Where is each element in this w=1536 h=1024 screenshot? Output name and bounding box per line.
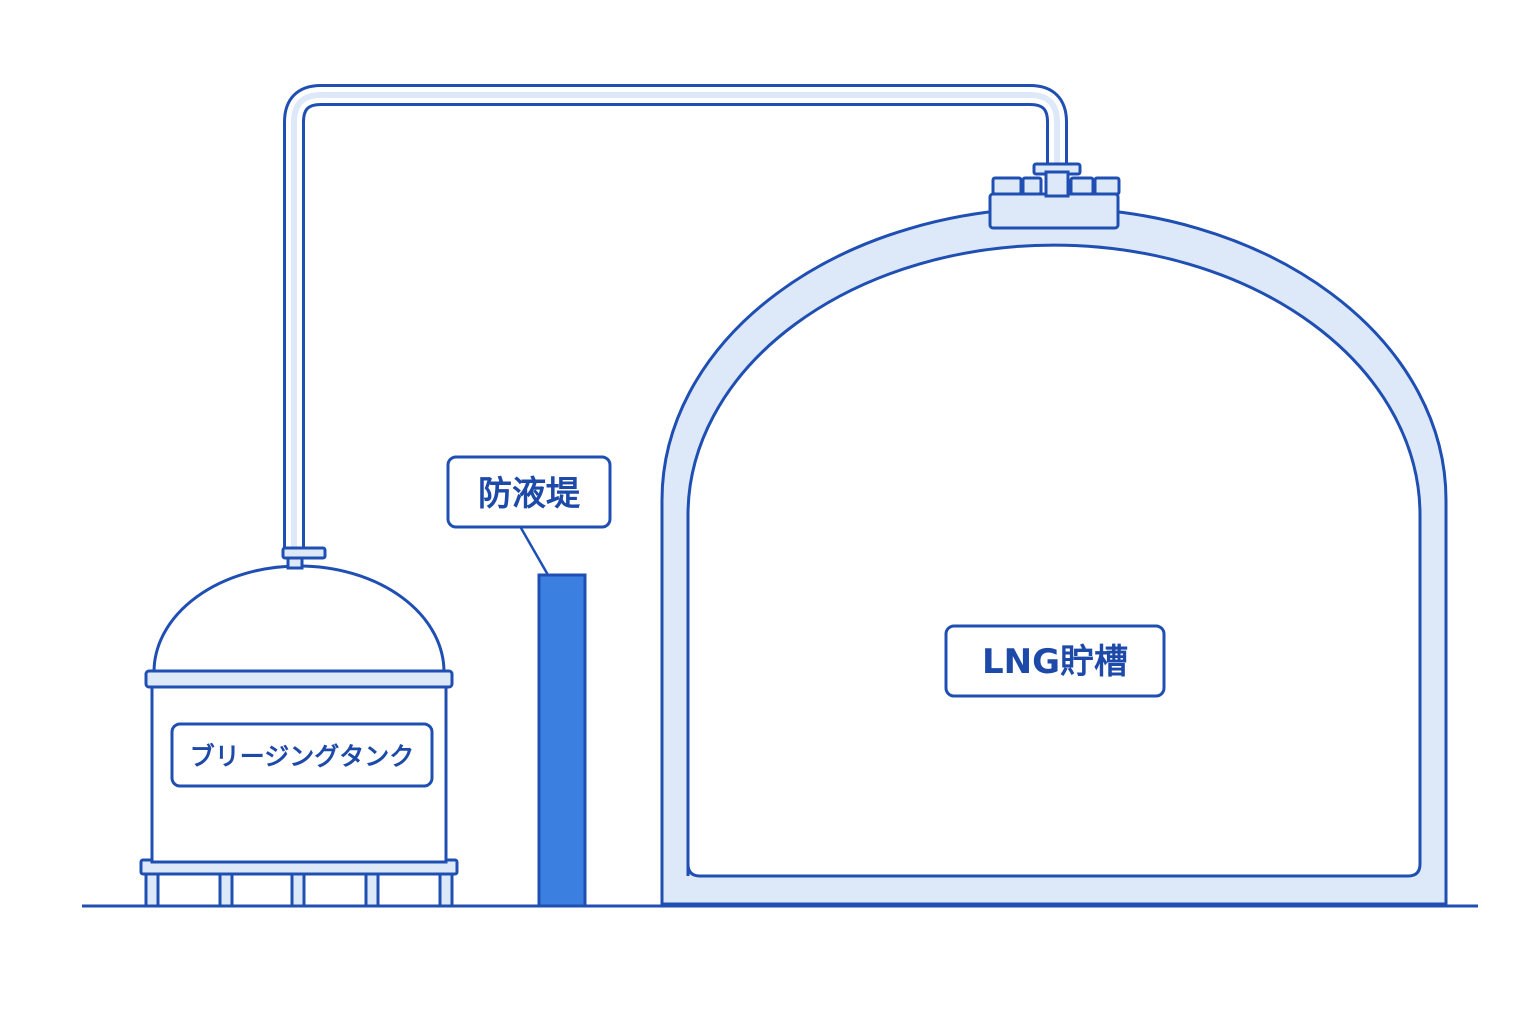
dike-label-text: 防液堤 xyxy=(478,474,581,514)
lng-tank-label-text: LNG貯槽 xyxy=(982,642,1128,682)
lng-tank-inner-shell xyxy=(686,243,1422,878)
liquid-dike: 防液堤 xyxy=(446,455,612,908)
lng-tank-label: LNG貯槽 xyxy=(944,624,1166,698)
breathing-tank-dome xyxy=(152,564,446,674)
lng-tank-top-nozzle xyxy=(988,162,1121,230)
breathing-tank-legs xyxy=(144,870,454,908)
connecting-pipe xyxy=(283,84,1068,548)
breathing-tank-label-text: ブリージングタンク xyxy=(190,742,415,771)
breathing-tank-label: ブリージングタンク xyxy=(170,722,434,788)
breathing-tank: ブリージングタンク xyxy=(139,546,459,908)
dike-label: 防液堤 xyxy=(446,455,612,529)
dike-wall xyxy=(537,573,587,908)
dike-leader-line xyxy=(519,527,550,576)
lng-storage-tank: LNG貯槽 xyxy=(660,162,1448,906)
breathing-tank-nozzle xyxy=(281,546,327,570)
breathing-tank-rim xyxy=(144,669,454,689)
